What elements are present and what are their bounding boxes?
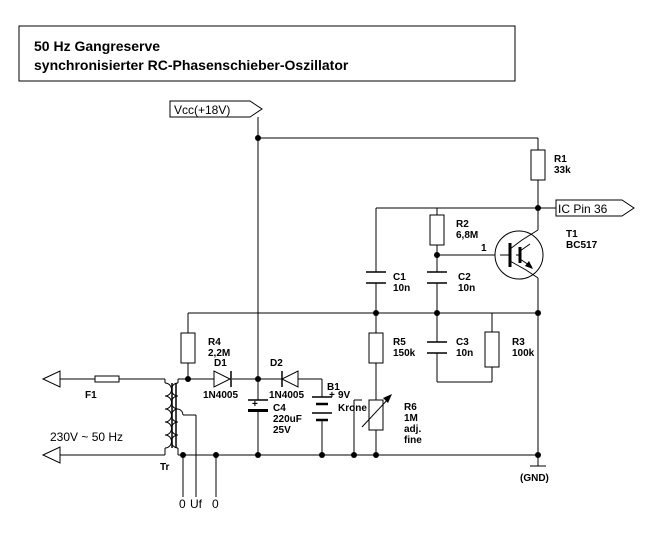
resistor-r3: R3 100k — [484, 331, 535, 368]
d1-name: D1 — [214, 358, 227, 369]
transformer-tr: Tr — [160, 382, 184, 473]
battery-b1: B1 + 9V Krone — [312, 382, 367, 424]
diode-d2: D2 1N4005 — [269, 358, 304, 401]
capacitor-c3: C3 10n — [427, 337, 473, 359]
diode-d1: D1 1N4005 — [203, 358, 238, 401]
c4-name: C4 — [273, 403, 286, 414]
r3-name: R3 — [512, 337, 525, 348]
r1-value: 33k — [554, 165, 571, 176]
capacitor-c1: C1 10n — [366, 271, 410, 294]
r2-value: 6,8M — [456, 230, 478, 241]
r4-value: 2,2M — [208, 348, 230, 359]
r3-value: 100k — [512, 348, 535, 359]
b1-type: Krone — [338, 403, 367, 414]
b1-polarity: + — [329, 390, 335, 401]
resistor-r1: R1 33k — [530, 149, 571, 181]
f1-name: F1 — [85, 390, 97, 401]
out-right-label: 0 — [212, 497, 219, 511]
ic-pin-port: IC Pin 36 — [555, 199, 635, 217]
c2-value: 10n — [458, 283, 475, 294]
gnd-label: (GND) — [520, 473, 549, 484]
c1-value: 10n — [393, 283, 410, 294]
r5-name: R5 — [393, 337, 406, 348]
mains-input: 230V ~ 50 Hz — [41, 370, 123, 464]
t1-value: BC517 — [566, 240, 598, 251]
resistor-r4: R4 2,2M — [180, 332, 230, 364]
d2-name: D2 — [270, 358, 283, 369]
out-left-label: 0 — [179, 497, 186, 511]
c4-polarity: + — [252, 399, 258, 410]
out-mid-label: Uf — [190, 497, 203, 511]
r4-name: R4 — [208, 337, 221, 348]
capacitor-c2: C2 10n — [427, 271, 475, 294]
r6-name: R6 — [404, 402, 417, 413]
c3-value: 10n — [456, 348, 473, 359]
r6-note-1: adj. — [404, 424, 421, 435]
transistor-t1: 1 T1 BC517 — [481, 229, 598, 280]
c2-name: C2 — [458, 272, 471, 283]
c4-voltage: 25V — [273, 425, 291, 436]
r1-name: R1 — [554, 154, 567, 165]
resistor-r2: R2 6,8M — [429, 214, 478, 246]
t1-base-pin: 1 — [481, 243, 487, 254]
c4-value: 220uF — [273, 414, 302, 425]
r2-name: R2 — [456, 219, 469, 230]
b1-name: B1 — [327, 382, 340, 393]
junctions — [180, 135, 541, 458]
wires — [60, 117, 556, 497]
t1-name: T1 — [566, 229, 578, 240]
vcc-port: Vcc(+18V) — [169, 100, 263, 118]
r6-note-2: fine — [404, 435, 422, 446]
fuse-f1: F1 — [85, 375, 120, 401]
vcc-label: Vcc(+18V) — [174, 103, 230, 117]
ic-pin-label: IC Pin 36 — [558, 202, 608, 216]
title-line-1: 50 Hz Gangreserve — [34, 38, 160, 54]
output-terminals: 0 Uf 0 — [179, 497, 219, 511]
title-line-2: synchronisierter RC-Phasenschieber-Oszil… — [34, 57, 349, 73]
d1-value: 1N4005 — [203, 390, 238, 401]
potentiometer-r6: R6 1M adj. fine — [354, 394, 422, 446]
r6-value: 1M — [404, 413, 418, 424]
tr-name: Tr — [160, 462, 170, 473]
b1-value: 9V — [338, 390, 351, 401]
resistor-r5: R5 150k — [368, 332, 416, 364]
capacitor-c4: + C4 220uF 25V — [248, 399, 302, 436]
c3-name: C3 — [456, 337, 469, 348]
title-box — [18, 25, 516, 82]
d2-value: 1N4005 — [269, 390, 304, 401]
mains-label: 230V ~ 50 Hz — [50, 430, 123, 444]
r5-value: 150k — [393, 348, 416, 359]
c1-name: C1 — [393, 272, 406, 283]
